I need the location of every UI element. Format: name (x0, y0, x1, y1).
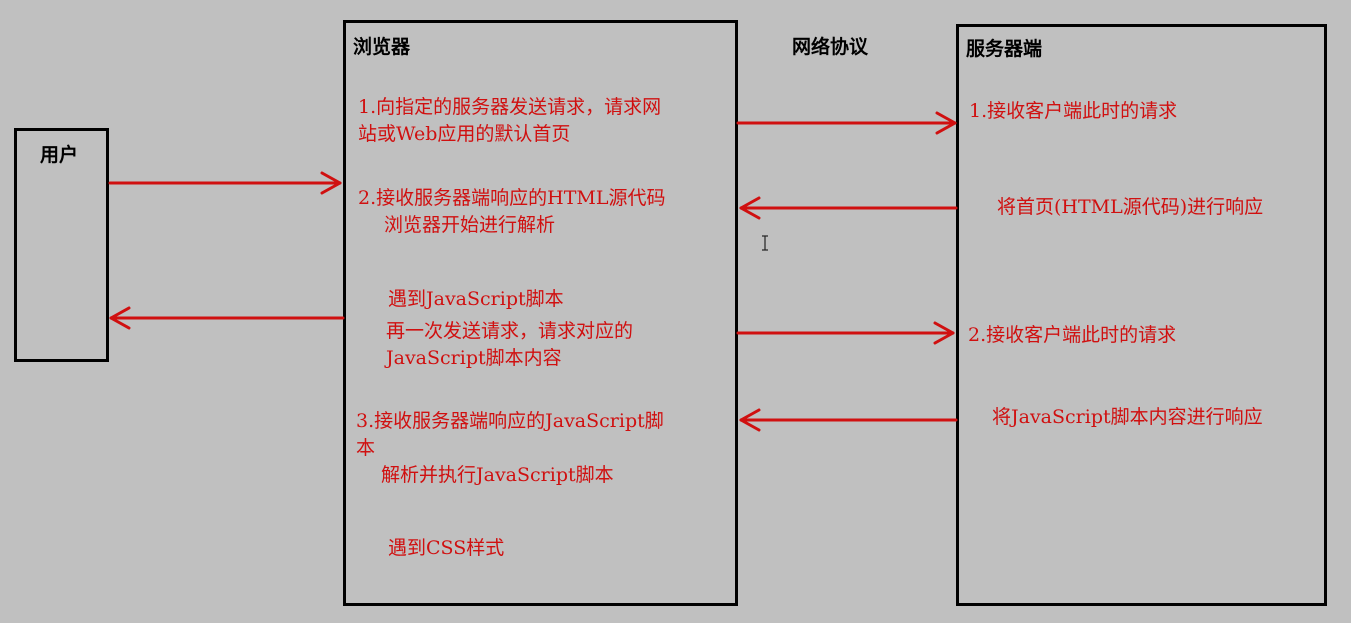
browser-title: 浏览器 (353, 36, 411, 58)
arrow-request-2-head (933, 321, 955, 345)
browser-js-line-3: JavaScript脚本内容 (386, 347, 562, 369)
arrow-response-2-head (739, 408, 761, 432)
arrow-user-to-browser-head (320, 171, 342, 195)
browser-step-2-line-1: 2.接收服务器端响应的HTML源代码 (358, 187, 666, 209)
browser-step-3-line-2: 本 (356, 437, 376, 459)
text-cursor-icon (762, 235, 768, 251)
server-box (956, 24, 1327, 606)
browser-step-1-line-1: 1.向指定的服务器发送请求，请求网 (358, 96, 662, 118)
user-box (14, 128, 109, 362)
browser-step-2-line-2: 浏览器开始进行解析 (384, 214, 556, 236)
arrow-request-1-head (935, 111, 957, 135)
server-step-2-response: 将JavaScript脚本内容进行响应 (992, 406, 1263, 428)
browser-box (343, 20, 738, 606)
server-title: 服务器端 (966, 38, 1043, 60)
browser-js-line-2: 再一次发送请求，请求对应的 (386, 320, 634, 342)
browser-js-line-1: 遇到JavaScript脚本 (388, 288, 564, 310)
server-step-2: 2.接收客户端此时的请求 (968, 324, 1177, 346)
server-step-1: 1.接收客户端此时的请求 (969, 100, 1178, 122)
browser-step-1-line-2: 站或Web应用的默认首页 (358, 123, 571, 145)
arrow-response-1-head (739, 196, 761, 220)
browser-step-3-line-3: 解析并执行JavaScript脚本 (381, 464, 614, 486)
server-step-1-response: 将首页(HTML源代码)进行响应 (997, 196, 1264, 218)
browser-step-3-line-1: 3.接收服务器端响应的JavaScript脚 (356, 410, 664, 432)
arrow-browser-to-user-head (109, 306, 131, 330)
protocol-title: 网络协议 (792, 36, 869, 58)
user-title: 用户 (40, 144, 79, 166)
browser-css-line: 遇到CSS样式 (388, 537, 505, 559)
